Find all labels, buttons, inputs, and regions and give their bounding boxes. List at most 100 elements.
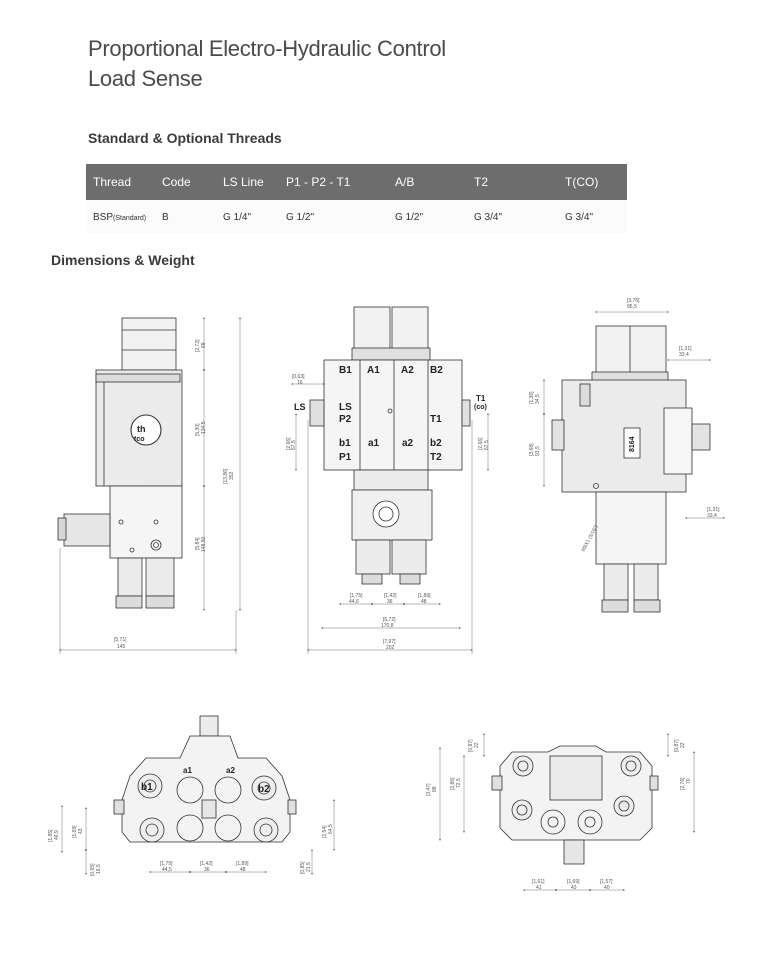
right-d4-in: [3,68] xyxy=(529,443,535,456)
col-ls-line: LS Line xyxy=(216,164,279,200)
br-d6-mm: 41 xyxy=(536,885,542,891)
br-d6-in: [1,61] xyxy=(532,879,545,885)
side-port-ls: LS xyxy=(294,402,306,412)
bl-port-b1: b1 xyxy=(141,782,153,793)
front-d2-in: [2,66] xyxy=(286,437,292,450)
side-d2-mm: 134,5 xyxy=(201,421,207,434)
br-d5-mm: 70 xyxy=(686,778,692,784)
cell-thread: BSP(Standard) xyxy=(86,200,155,234)
port-a2: A2 xyxy=(401,365,414,376)
right-d5-in: [1,31] xyxy=(707,507,720,513)
side-d5-in: [5,71] xyxy=(114,637,127,643)
right-d1-mm: 95,5 xyxy=(627,304,637,310)
front-d6-in: [1,89] xyxy=(418,593,431,599)
title-line-2: Load Sense xyxy=(88,66,203,91)
right-d4-mm: 93,5 xyxy=(535,446,541,456)
right-d1-in: [3,76] xyxy=(627,298,640,304)
right-d2-mm: 33,4 xyxy=(679,352,689,358)
port-b2-lower: b2 xyxy=(430,438,442,449)
thread-main: BSP xyxy=(93,211,114,223)
bl-d8-mm: 48 xyxy=(240,867,246,873)
port-a1-lower: a1 xyxy=(368,438,380,449)
cell-t2: G 3/4" xyxy=(467,200,558,234)
port-b1: B1 xyxy=(339,365,352,376)
bl-d6-mm: 44,5 xyxy=(162,867,172,873)
front-d7-in: [6,72] xyxy=(383,617,396,623)
side-view-drawing xyxy=(57,317,183,609)
side-d5-mm: 145 xyxy=(117,644,126,650)
br-d2-mm: 22 xyxy=(680,742,686,748)
bl-d3-mm: 16,5 xyxy=(96,864,102,874)
side-dimension-lines xyxy=(59,317,241,654)
page-title: Proportional Electro-Hydraulic Control L… xyxy=(88,34,446,94)
bl-d2-in: [1,69] xyxy=(72,825,78,838)
table-header-row: Thread Code LS Line P1 - P2 - T1 A/B T2 … xyxy=(86,164,627,200)
port-p1: P1 xyxy=(339,452,352,463)
side-d4-in: [5,84] xyxy=(195,537,201,550)
bl-port-a2: a2 xyxy=(226,766,235,775)
bottom-right-view-drawing xyxy=(491,745,659,865)
bl-port-b2: b2 xyxy=(258,784,270,795)
br-d1-in: [0,87] xyxy=(468,739,474,752)
right-d3-mm: 34,5 xyxy=(535,394,541,404)
side-port-t1: T1 xyxy=(476,394,486,403)
br-d3-mm: 88 xyxy=(432,786,438,792)
bl-d5-mm: 21,5 xyxy=(306,862,312,872)
cell-code: B xyxy=(155,200,216,234)
side-d2-in: [5,30] xyxy=(195,423,201,436)
br-d7-in: [1,69] xyxy=(567,879,580,885)
bl-d8-in: [1,89] xyxy=(236,861,249,867)
col-code: Code xyxy=(155,164,216,200)
bl-d4-in: [2,54] xyxy=(322,825,328,838)
front-d7-mm: 170,8 xyxy=(381,623,394,629)
bottom-right-dimension-lines xyxy=(439,733,695,891)
col-tco: T(CO) xyxy=(558,164,627,200)
bl-d5-in: [0,85] xyxy=(300,861,306,874)
table-row: BSP(Standard) B G 1/4" G 1/2" G 1/2" G 3… xyxy=(86,200,627,234)
port-t1: T1 xyxy=(430,414,442,425)
port-b1-lower: b1 xyxy=(339,438,351,449)
right-view-drawing xyxy=(551,325,711,613)
br-d4-mm: 72,5 xyxy=(456,778,462,788)
br-d7-mm: 43 xyxy=(571,885,577,891)
right-d5-mm: 33,4 xyxy=(707,513,717,519)
port-b2: B2 xyxy=(430,365,443,376)
threads-heading: Standard & Optional Threads xyxy=(88,130,282,146)
br-d1-mm: 22 xyxy=(474,742,480,748)
side-d1-mm: 69 xyxy=(201,342,207,348)
front-d8-mm: 202 xyxy=(386,645,395,651)
bl-d6-in: [1,75] xyxy=(160,861,173,867)
right-label-plate: 8164 xyxy=(629,436,636,452)
br-d4-in: [2,86] xyxy=(450,777,456,790)
front-d1-in: [0,63] xyxy=(292,374,305,380)
dimensions-heading: Dimensions & Weight xyxy=(51,252,195,268)
port-t2: T2 xyxy=(430,452,442,463)
front-d5-mm: 36 xyxy=(387,599,393,605)
side-d1-in: [2,72] xyxy=(195,339,201,352)
port-ls: LS xyxy=(339,402,352,413)
cell-ab: G 1/2" xyxy=(388,200,467,234)
bl-d1-in: [1,85] xyxy=(48,829,54,842)
cell-tco: G 3/4" xyxy=(558,200,627,234)
br-d8-in: [1,57] xyxy=(600,879,613,885)
bl-d2-mm: 43 xyxy=(78,828,84,834)
col-ab: A/B xyxy=(388,164,467,200)
col-p1p2t1: P1 - P2 - T1 xyxy=(279,164,388,200)
right-d3-in: [1,36] xyxy=(529,391,535,404)
threads-table: Thread Code LS Line P1 - P2 - T1 A/B T2 … xyxy=(86,164,627,234)
plate-label-bottom: tco xyxy=(134,436,145,443)
port-a2-lower: a2 xyxy=(402,438,414,449)
br-d3-in: [3,47] xyxy=(426,783,432,796)
front-d8-in: [7,97] xyxy=(383,639,396,645)
front-view-drawing xyxy=(309,306,471,585)
col-t2: T2 xyxy=(467,164,558,200)
front-d5-in: [1,42] xyxy=(384,593,397,599)
front-dimension-lines xyxy=(291,383,489,654)
front-d1-mm: 16 xyxy=(297,380,303,386)
bl-d4-mm: 64,5 xyxy=(328,824,334,834)
bl-d1-mm: 46,9 xyxy=(54,830,60,840)
br-d5-in: [2,76] xyxy=(680,777,686,790)
bl-d3-in: [0,65] xyxy=(90,863,96,876)
front-d6-mm: 48 xyxy=(421,599,427,605)
